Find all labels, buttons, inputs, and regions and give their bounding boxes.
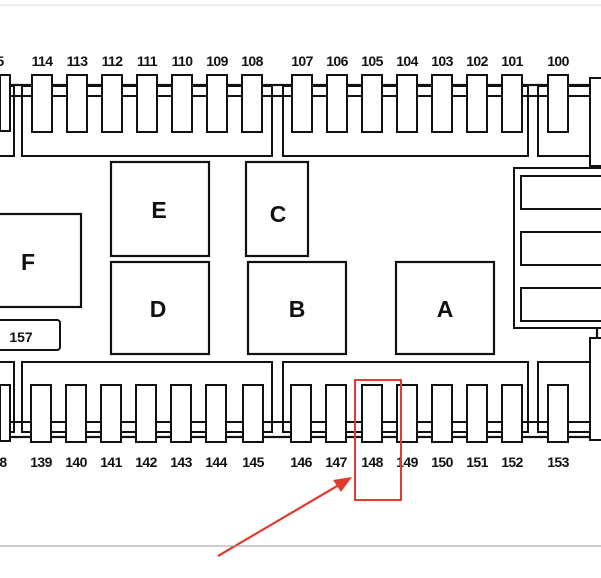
relay-f-label: F xyxy=(21,249,35,275)
fuse-label-108: 108 xyxy=(241,53,263,69)
fuse-101 xyxy=(501,74,523,133)
highlight-box-fuse-148 xyxy=(354,379,402,501)
block-157-label: 157 xyxy=(9,329,33,345)
fuse-label-104: 104 xyxy=(396,53,418,69)
fuse-label-152: 152 xyxy=(501,454,523,470)
fuse-100 xyxy=(547,74,569,133)
fuse-143 xyxy=(170,384,192,443)
fuse-label-143: 143 xyxy=(170,454,192,470)
bottom-fuse-row xyxy=(30,384,569,443)
fuse-109 xyxy=(206,74,228,133)
fuse-label-145: 145 xyxy=(242,454,264,470)
fuse-partial-left-bottom xyxy=(0,384,11,442)
relay-b-label: B xyxy=(289,296,306,322)
relay-b xyxy=(246,260,348,356)
fuse-label-148: 148 xyxy=(361,454,383,470)
right-connector-top xyxy=(589,77,601,167)
relay-c xyxy=(244,160,310,258)
fuse-label-114: 114 xyxy=(32,53,54,69)
fuse-114 xyxy=(31,74,53,133)
fuse-label-142: 142 xyxy=(135,454,157,470)
fuse-label-146: 146 xyxy=(290,454,312,470)
fuse-partial-left-top xyxy=(0,74,11,132)
fuse-105 xyxy=(361,74,383,133)
fuse-144 xyxy=(205,384,227,443)
fuse-141 xyxy=(100,384,122,443)
relay-a xyxy=(394,260,496,356)
fuse-label-101: 101 xyxy=(501,53,523,69)
fuse-147 xyxy=(325,384,347,443)
fuse-label-149: 149 xyxy=(396,454,418,470)
fuse-140 xyxy=(65,384,87,443)
fuse-113 xyxy=(66,74,88,133)
fuse-label-144: 144 xyxy=(205,454,227,470)
pointer-arrow-head xyxy=(333,477,352,492)
relay-d xyxy=(109,260,211,356)
bottom-edge-label-fragment: 8 xyxy=(0,454,7,470)
fuse-150 xyxy=(431,384,453,443)
fuse-label-151: 151 xyxy=(466,454,488,470)
fuse-151 xyxy=(466,384,488,443)
fuse-label-140: 140 xyxy=(65,454,87,470)
fuse-148 xyxy=(361,384,383,443)
fuse-label-113: 113 xyxy=(67,53,89,69)
relay-e-label: E xyxy=(151,197,166,223)
block-157 xyxy=(0,319,61,351)
top-edge-label-fragment: 5 xyxy=(0,53,4,69)
fuse-label-112: 112 xyxy=(102,53,124,69)
fuse-104 xyxy=(396,74,418,133)
fuse-label-103: 103 xyxy=(431,53,453,69)
fuse-106 xyxy=(326,74,348,133)
fuse-label-150: 150 xyxy=(431,454,453,470)
right-relay-slot-1 xyxy=(520,175,601,210)
fuse-label-102: 102 xyxy=(466,53,488,69)
right-connector-bottom xyxy=(589,337,601,441)
fuse-139 xyxy=(30,384,52,443)
top-fuse-row xyxy=(31,74,569,133)
pointer-arrow-line xyxy=(217,481,345,557)
fuse-110 xyxy=(171,74,193,133)
relay-f xyxy=(0,212,83,309)
fuse-label-109: 109 xyxy=(206,53,228,69)
fuse-label-141: 141 xyxy=(100,454,122,470)
fuse-146 xyxy=(290,384,312,443)
fuse-label-106: 106 xyxy=(326,53,348,69)
right-relay-slot-2 xyxy=(520,231,601,266)
fuse-label-153: 153 xyxy=(547,454,569,470)
fuse-label-107: 107 xyxy=(291,53,313,69)
fuse-label-110: 110 xyxy=(172,53,194,69)
fuse-102 xyxy=(466,74,488,133)
fuse-107 xyxy=(291,74,313,133)
relay-c-label: C xyxy=(270,201,287,227)
fuse-153 xyxy=(547,384,569,443)
fuse-112 xyxy=(101,74,123,133)
fuse-108 xyxy=(241,74,263,133)
fuse-label-100: 100 xyxy=(547,53,569,69)
fuse-142 xyxy=(135,384,157,443)
relay-e xyxy=(109,160,211,258)
fuse-label-111: 111 xyxy=(137,53,158,69)
fuse-103 xyxy=(431,74,453,133)
right-relay-slot-3 xyxy=(520,287,601,322)
fuse-label-147: 147 xyxy=(325,454,347,470)
relay-d-label: D xyxy=(150,296,167,322)
fuse-111 xyxy=(136,74,158,133)
bottom-fuse-labels: 139 140 141 142 143 144 145 146 147 148 149 150 151 1… xyxy=(30,454,570,470)
fuse-145 xyxy=(242,384,264,443)
relay-a-label: A xyxy=(437,296,454,322)
fuse-label-105: 105 xyxy=(361,53,383,69)
fuse-152 xyxy=(501,384,523,443)
top-fuse-labels: 114 113 112 111 110 109 108 107 106 105 104 103 102 1… xyxy=(32,53,571,69)
fuse-label-139: 139 xyxy=(30,454,52,470)
